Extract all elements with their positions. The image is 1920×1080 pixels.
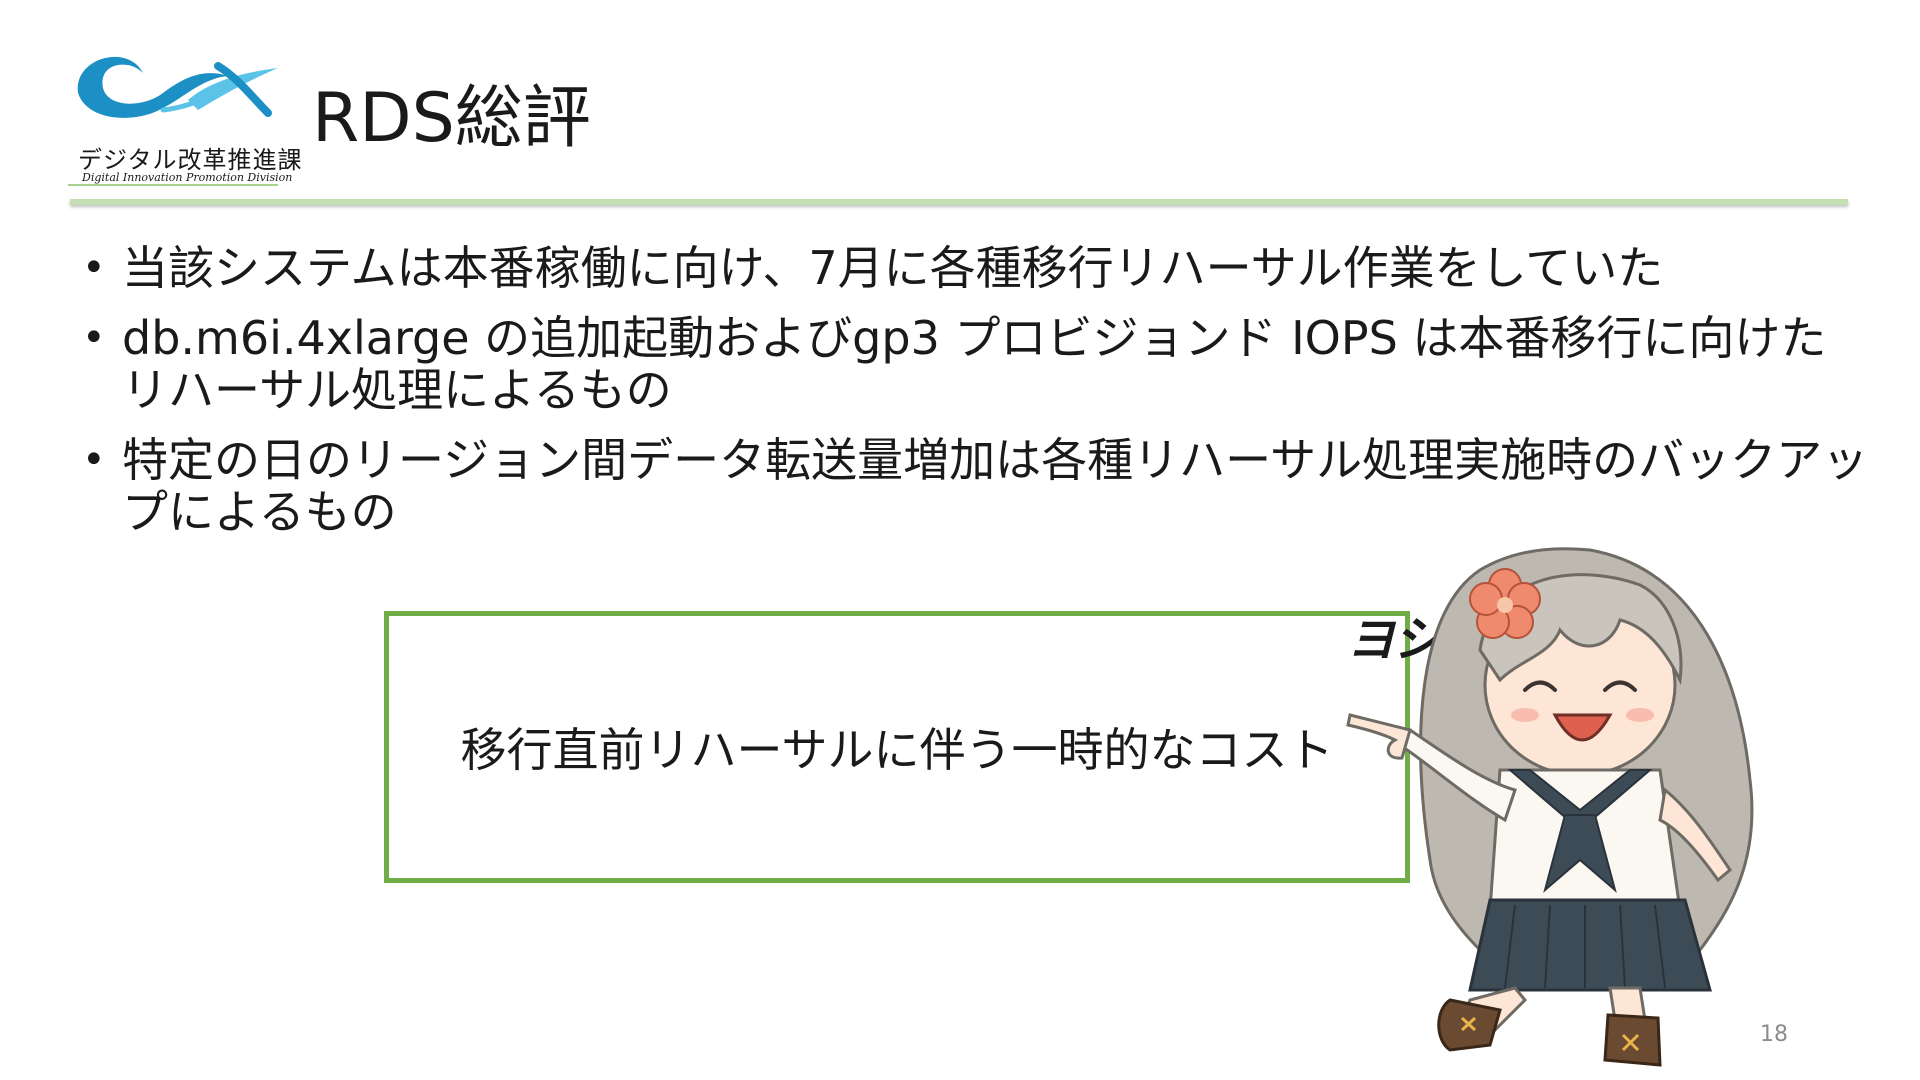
page-number: 18 (1760, 1022, 1788, 1047)
bullet-list: 当該システムは本番稼働に向け、7月に各種移行リハーサル作業をしていた db.m6… (82, 242, 1872, 556)
logo-division-name: デジタル改革推進課 (78, 146, 303, 174)
title-divider (70, 199, 1848, 205)
logo-division-name-en: Digital Innovation Promotion Division (82, 171, 293, 184)
slide-title: RDS総評 (312, 79, 591, 158)
pointing-girl-mascot-icon (1346, 547, 1754, 1067)
bullet-item: db.m6i.4xlarge の追加起動およびgp3 プロビジョンド IOPS … (82, 312, 1872, 416)
logo-underline (68, 184, 278, 186)
bullet-item: 特定の日のリージョン間データ転送量増加は各種リハーサル処理実施時のバックアップに… (82, 434, 1872, 538)
wave-logo-icon (77, 56, 278, 118)
division-logo: デジタル改革推進課 Digital Innovation Promotion D… (68, 38, 302, 188)
bullet-item: 当該システムは本番稼働に向け、7月に各種移行リハーサル作業をしていた (82, 242, 1872, 294)
summary-box: 移行直前リハーサルに伴う一時的なコスト (384, 611, 1410, 883)
summary-text: 移行直前リハーサルに伴う一時的なコスト (460, 723, 1334, 777)
